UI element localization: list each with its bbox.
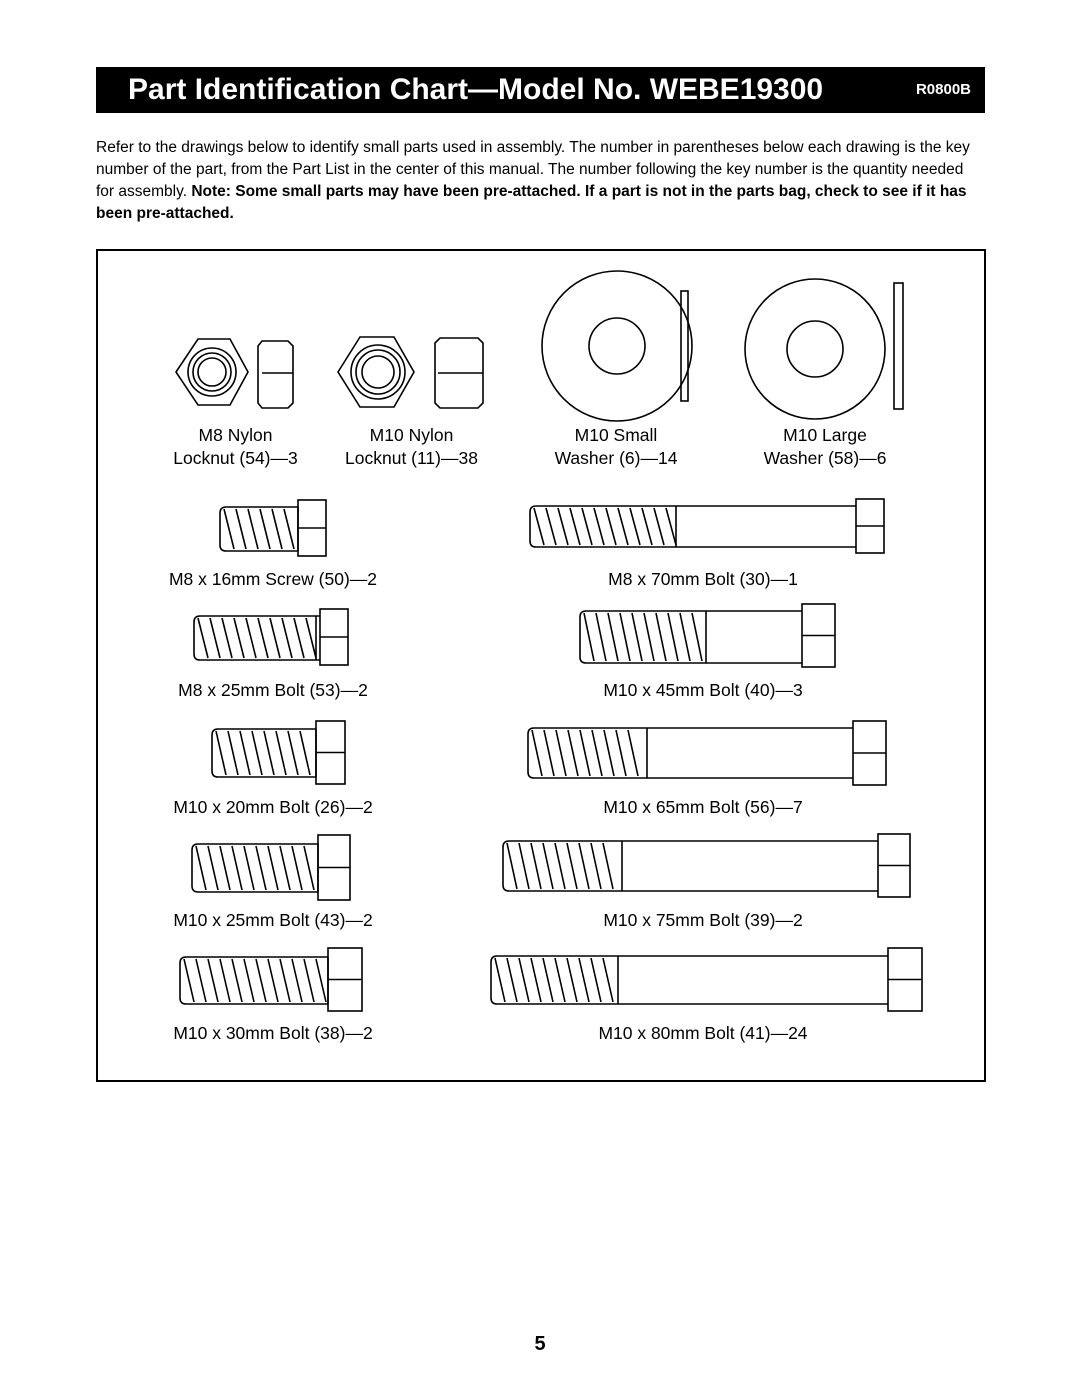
intro-text: Refer to the drawings below to identify … [96, 139, 970, 200]
m8x16-screw-icon [219, 499, 327, 557]
m10x65-bolt-icon [527, 720, 887, 786]
m8x25-bolt-label: M8 x 25mm Bolt (53)—2 [178, 680, 368, 700]
m10x25-bolt-icon [191, 834, 351, 901]
m8x16-screw-label: M8 x 16mm Screw (50)—2 [168, 569, 378, 589]
parts-drawings [175, 270, 923, 1012]
document-code: R0800B [915, 81, 971, 98]
intro-paragraph: Refer to the drawings below to identify … [96, 137, 985, 225]
m10x65-bolt-label: M10 x 65mm Bolt (56)—7 [603, 797, 803, 817]
m10x30-bolt-icon [179, 947, 363, 1012]
parts-chart: M8 Nylon Locknut (54)—3 M10 Nylon Locknu… [96, 249, 986, 1082]
m10x75-bolt-label: M10 x 75mm Bolt (39)—2 [603, 910, 803, 930]
m10x75-bolt-icon [502, 833, 911, 898]
m8-locknut-icon [175, 338, 294, 409]
m8x70-bolt-label: M8 x 70mm Bolt (30)—1 [608, 569, 798, 589]
m8x70-bolt-icon [529, 498, 885, 554]
m10-large-washer-label: M10 Large Washer (58)—6 [763, 425, 887, 468]
m10x25-bolt-label: M10 x 25mm Bolt (43)—2 [173, 910, 373, 930]
m10x80-bolt-icon [490, 947, 923, 1012]
m10x20-bolt-icon [211, 720, 346, 785]
m10x30-bolt-label: M10 x 30mm Bolt (38)—2 [173, 1023, 373, 1043]
m8x25-bolt-icon [193, 608, 349, 666]
m10-large-washer-icon [744, 278, 904, 420]
page-number: 5 [534, 1333, 546, 1355]
header-bar: Part Identification Chart—Model No. WEBE… [96, 67, 985, 113]
m10x45-bolt-icon [579, 603, 836, 668]
m10x45-bolt-label: M10 x 45mm Bolt (40)—3 [603, 680, 803, 700]
m10-small-washer-label: M10 Small Washer (6)—14 [554, 425, 678, 468]
page-title: Part Identification Chart—Model No. WEBE… [128, 73, 824, 106]
m10-locknut-label: M10 Nylon Locknut (11)—38 [345, 425, 478, 468]
intro-note: Note: Some small parts may have been pre… [96, 183, 967, 222]
m10-locknut-icon [337, 336, 484, 409]
m10-small-washer-icon [541, 270, 693, 422]
m10x80-bolt-label: M10 x 80mm Bolt (41)—24 [598, 1023, 808, 1043]
m10x20-bolt-label: M10 x 20mm Bolt (26)—2 [173, 797, 373, 817]
m8-locknut-label: M8 Nylon Locknut (54)—3 [173, 425, 298, 468]
